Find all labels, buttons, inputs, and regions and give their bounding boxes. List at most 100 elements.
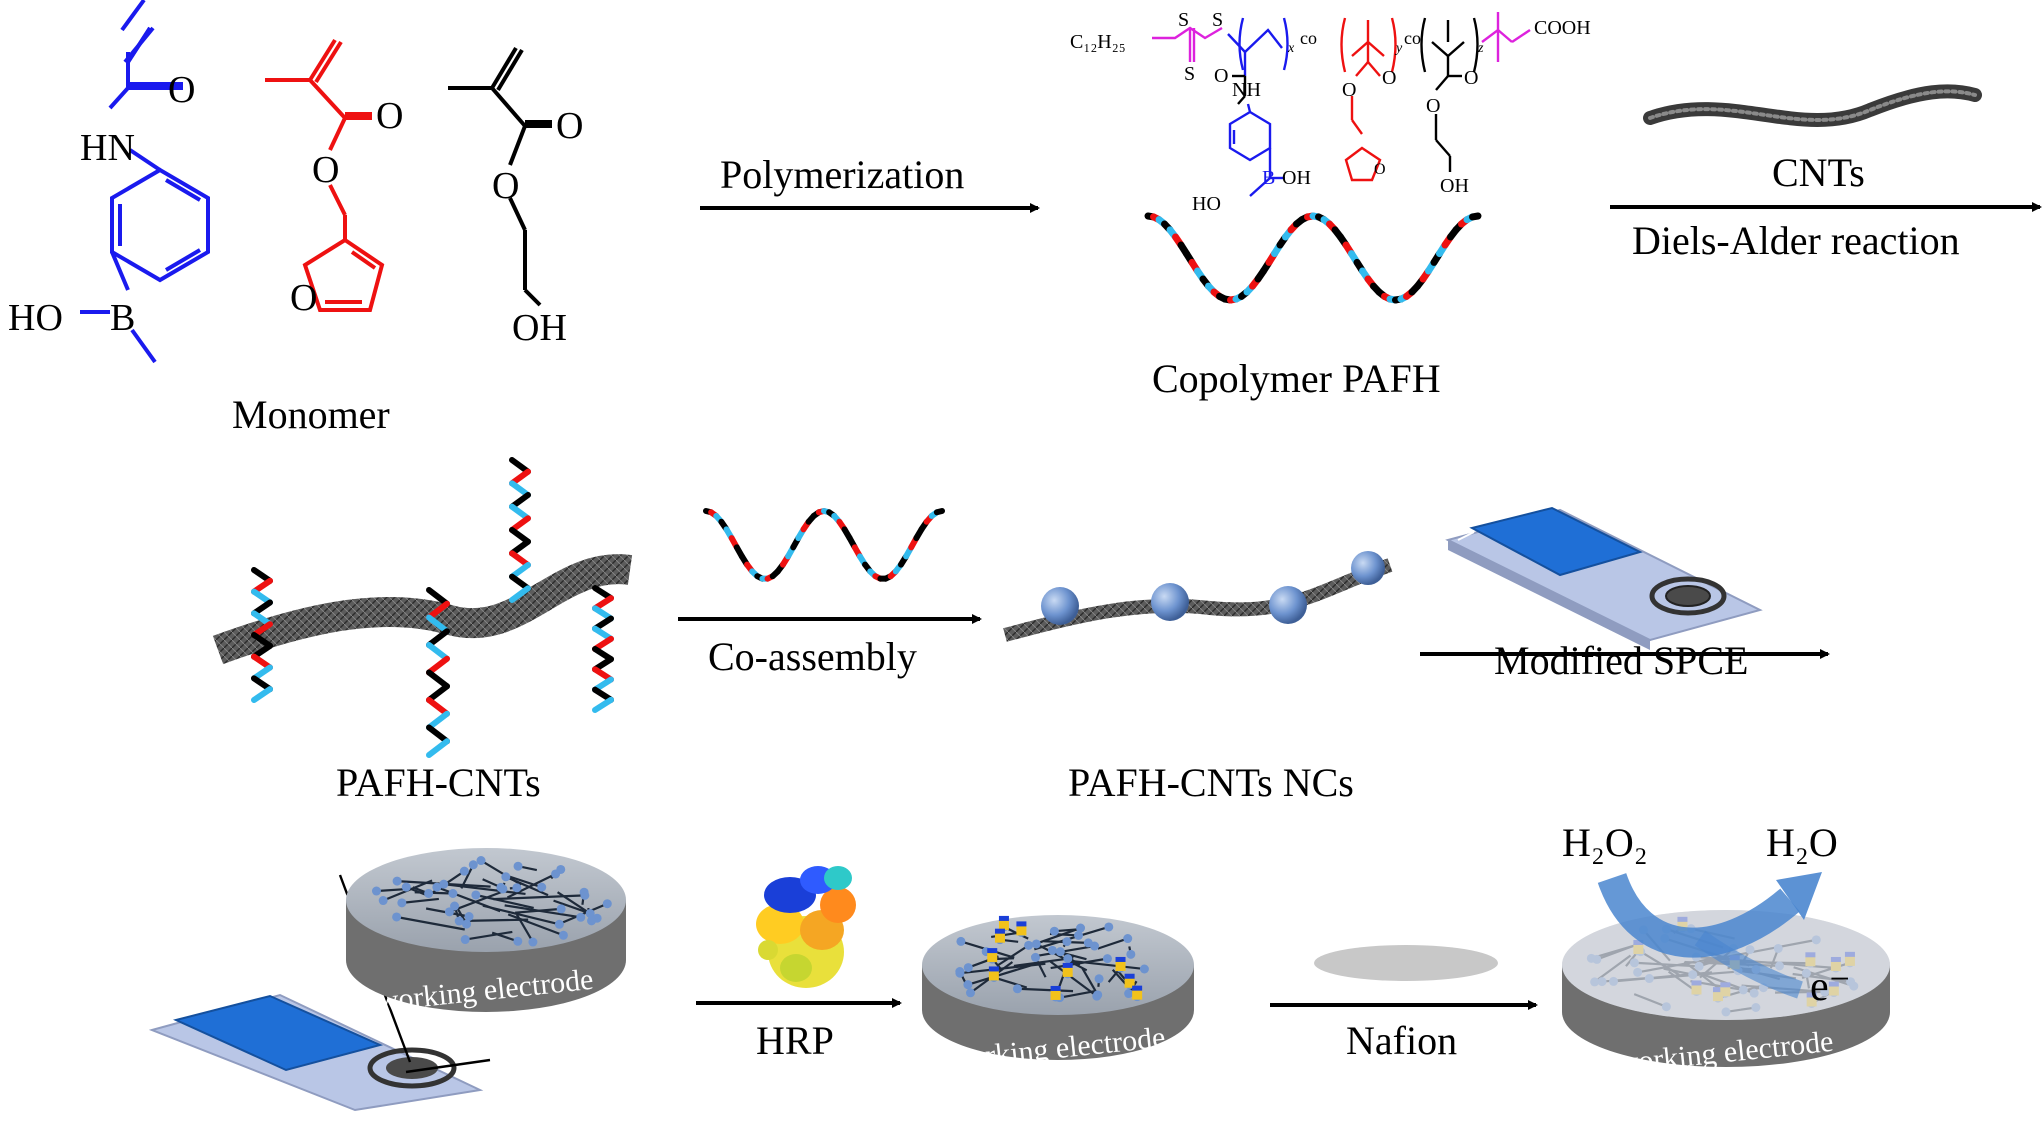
disc2-fiber	[1097, 937, 1129, 950]
disc1-fiber	[459, 918, 529, 923]
disc1-node	[459, 866, 469, 876]
graft-b-segment	[426, 587, 450, 607]
disc1-node	[424, 888, 434, 898]
disc1-fiber	[493, 894, 585, 901]
disc3-hrp-top	[1844, 951, 1855, 957]
disc3-node	[1688, 970, 1698, 980]
disc3-hrp	[1830, 960, 1841, 971]
monomer2-carbonyl-o: O	[376, 95, 403, 137]
disc1-node	[513, 861, 523, 871]
reaction-arrow	[1597, 872, 1800, 958]
monomer1-hn: HN	[80, 127, 135, 169]
graft-c-segment	[509, 468, 531, 487]
disc3-node	[1694, 961, 1704, 971]
disc3-node	[1749, 988, 1759, 998]
cnt-tube-top	[1643, 84, 1982, 127]
monomer1-carbonyl-o: O	[168, 69, 195, 111]
disc3-node	[1738, 985, 1748, 995]
disc2-fiber	[1059, 990, 1095, 999]
disc2-node	[956, 936, 966, 946]
disc1-node	[468, 860, 478, 870]
disc2-node	[1063, 954, 1073, 964]
disc1-node	[464, 912, 474, 922]
disc3-node	[1644, 974, 1654, 984]
graft-b-segment	[426, 697, 450, 717]
monomer2-ester-o: O	[312, 149, 339, 191]
disc2-node	[1124, 989, 1134, 999]
disc1-node	[501, 872, 511, 882]
graft-b-segment	[426, 738, 450, 758]
chem-s-1: S	[1178, 9, 1189, 31]
disc1-node	[460, 935, 470, 945]
disc3-hrp	[1828, 985, 1839, 996]
disc2-fiber	[1033, 925, 1110, 951]
graft-b-segment	[426, 600, 450, 621]
disc2-fiber	[1050, 957, 1108, 970]
disc1-fiber	[562, 902, 608, 924]
disc1-fiber	[507, 913, 564, 937]
chem-s-2: S	[1212, 9, 1223, 31]
disc3-node	[1661, 1002, 1671, 1012]
disc1-node	[512, 883, 522, 893]
monomer3-carbonyl-o: O	[556, 105, 583, 147]
disc1-node	[401, 882, 411, 892]
disc1-fiber	[443, 883, 526, 896]
disc3-node	[1775, 961, 1785, 971]
monomer1-boron: B	[110, 297, 135, 339]
nc-sphere-1	[1041, 587, 1079, 625]
monomer-boronic-acid	[80, 0, 210, 364]
disc3-node	[1633, 967, 1643, 977]
chem-nh: NH	[1232, 79, 1261, 101]
disc2-fiber	[1081, 967, 1099, 996]
disc1-fiber	[396, 915, 465, 931]
disc1-node	[576, 912, 586, 922]
disc2-hrp-top	[994, 928, 1005, 934]
disc1-node	[496, 882, 506, 892]
disc3-node	[1820, 987, 1830, 997]
disc1-fiber	[553, 899, 591, 915]
disc2-hrp	[1062, 966, 1073, 977]
monomer-furfuryl-methacrylate	[265, 38, 385, 312]
graft-c-segment	[509, 550, 531, 568]
disc3-node	[1751, 1002, 1761, 1012]
monomer1-ho: HO	[8, 297, 63, 339]
disc1-fiber	[436, 886, 501, 913]
disc3-node	[1811, 935, 1821, 945]
graft-c-segment	[509, 585, 531, 603]
monomer2-furan-o: O	[290, 277, 317, 319]
label-monomer: Monomer	[232, 392, 390, 437]
label-diels-alder: Diels-Alder reaction	[1632, 218, 1960, 263]
disc2-node	[1076, 923, 1086, 933]
graft-b-segment	[426, 642, 450, 662]
disc1-node	[444, 907, 454, 917]
reaction-arrow-head	[1776, 872, 1822, 920]
disc2-node	[1047, 945, 1057, 955]
disc2-fiber	[997, 944, 1030, 966]
disc3-hrp	[1720, 986, 1731, 997]
disc2-fiber	[1049, 960, 1098, 998]
disc2-hrp	[1124, 977, 1135, 988]
disc1-node	[392, 912, 402, 922]
disc2-node	[1024, 940, 1034, 950]
electrode-disc-1	[346, 848, 626, 1012]
graft-b-segment	[426, 710, 450, 731]
disc1-node	[513, 936, 523, 946]
disc2-hrp-top	[1132, 985, 1143, 991]
chem-o-ester2b: O	[1342, 79, 1356, 101]
monomer3-ester-o: O	[492, 165, 519, 207]
graft-c-segment	[509, 457, 531, 475]
disc1-fiber	[504, 904, 581, 919]
graft-c-segment	[509, 573, 531, 592]
disc3-node	[1721, 1007, 1731, 1017]
disc3-hrp	[1806, 996, 1817, 1007]
chem-o-ester2: O	[1382, 67, 1396, 89]
graft-b-segment	[426, 655, 450, 676]
graft-c-segment	[509, 538, 531, 557]
disc2-hrp-top	[987, 948, 998, 954]
chem-b-oh: OH	[1282, 167, 1311, 189]
disc3-hrp-top	[1633, 939, 1644, 945]
disc2-node	[965, 988, 975, 998]
disc3-hrp	[1677, 920, 1688, 931]
disc3-node	[1846, 977, 1856, 987]
